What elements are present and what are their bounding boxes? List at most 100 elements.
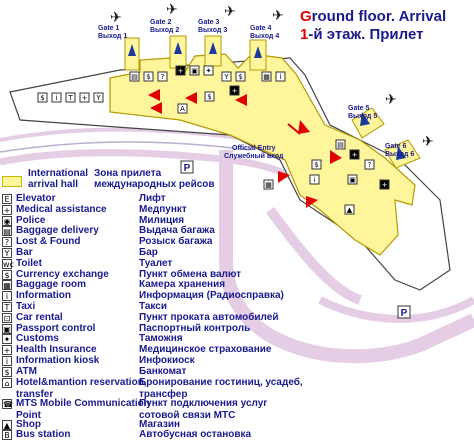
gate-2-label: Gate 2 <box>150 19 172 26</box>
legend-label-en: Customs <box>16 333 59 345</box>
intl-hall-swatch <box>2 176 22 187</box>
svg-text:?: ? <box>368 161 372 169</box>
legend-label-en: Police <box>16 214 46 226</box>
legend-label-en: MTS Mobile Communication <box>16 397 150 409</box>
medical-icon: + <box>2 204 12 215</box>
gate-4-label-ru: Выход 4 <box>250 33 279 40</box>
gate-5-label-ru: Выход 5 <box>348 113 377 120</box>
gate-6-label: Gate 6 <box>385 143 407 150</box>
legend-label-en: Taxi <box>16 301 36 312</box>
legend-row: ⌂Hotel&mantion reservation,Бронирование … <box>2 376 303 400</box>
svg-text:Y: Y <box>223 73 229 81</box>
legend-label-ru: Пункт подключения услуг <box>139 397 268 409</box>
exit-arrows <box>148 89 342 208</box>
gate-5-label: Gate 5 <box>348 105 370 112</box>
legend-label-ru: Бар <box>139 247 158 258</box>
svg-text:$: $ <box>238 73 242 81</box>
gate-2-label-ru: Выход 2 <box>150 27 179 34</box>
gate-3-label: Gate 3 <box>198 19 220 26</box>
svg-text:i: i <box>314 176 316 184</box>
legend-row: ▤ Baggage delivery Выдача багажа <box>2 225 302 238</box>
baggage-room-icon: ▦ <box>2 280 12 291</box>
legend-label-ru: Инфокиоск <box>139 355 195 366</box>
svg-text:$: $ <box>314 161 318 169</box>
legend-label-ru: Паспортный контроль <box>139 322 251 334</box>
terminal-building <box>9 57 451 291</box>
atm-icon: $ <box>2 366 12 377</box>
legend-label-ru: Камера хранения <box>139 279 226 291</box>
baggage-delivery-icon: ▤ <box>2 226 12 237</box>
passport-icon: ▣ <box>2 323 12 334</box>
official-entry-label-ru: Служебный вход <box>224 152 284 160</box>
airplane-icon: ✈ <box>224 4 236 20</box>
outer-road <box>318 296 474 323</box>
legend-label-ru: Бронирование гостиниц, усадеб, <box>139 376 303 388</box>
legend-label-en-cont: Point <box>16 409 41 421</box>
legend-label-en: Car rental <box>16 311 63 323</box>
gate-4-label: Gate 4 <box>250 25 272 32</box>
legend-label-ru: Выдача багажа <box>139 225 215 237</box>
legend-label-ru: Пункт обмена валют <box>139 268 242 280</box>
airplane-icon: ✈ <box>110 10 122 26</box>
gate-3-label-ru: Выход 3 <box>198 27 227 34</box>
svg-text:$: $ <box>40 94 44 102</box>
legend-label-en-cont: transfer <box>16 388 54 400</box>
information-icon: i <box>2 291 12 302</box>
intl-hall-label-ru: Зона прилета международных рейсов <box>94 168 215 190</box>
airplane-icon: ✈ <box>385 92 397 108</box>
legend-label-ru: Туалет <box>139 257 173 269</box>
official-entry-label: Official Entry <box>232 145 276 152</box>
health-insurance-icon: + <box>2 345 12 356</box>
svg-text:i: i <box>56 94 58 102</box>
legend-label-ru: Такси <box>139 301 168 312</box>
legend-label-ru-cont: сотовой связи МТС <box>139 409 236 421</box>
airplane-icons: ✈ ✈ ✈ ✈ ✈ ✈ <box>110 2 434 150</box>
legend-label-en: ATM <box>16 365 37 377</box>
floor-title-text: round floor. Arrival <box>311 8 447 25</box>
customs-icon: ✦ <box>2 334 12 345</box>
airplane-icon: ✈ <box>166 2 178 18</box>
svg-text:$: $ <box>207 93 211 101</box>
floor-title-ru: 1-й этаж. Прилет <box>300 26 423 43</box>
car-rental-icon: ⊡ <box>2 312 12 323</box>
gate-6-label-ru: Выход 6 <box>385 151 414 158</box>
svg-text:?: ? <box>161 73 165 81</box>
legend-label-ru-cont: трансфер <box>139 388 188 400</box>
legend-label-ru: Лифт <box>139 193 166 204</box>
svg-text:+: + <box>232 87 238 95</box>
bus-icon: B <box>2 430 12 440</box>
legend-label-en: Currency exchange <box>16 268 109 280</box>
svg-text:+: + <box>352 151 358 159</box>
svg-text:▲: ▲ <box>347 206 353 214</box>
gate-1-label-ru: Выход 1 <box>98 33 127 40</box>
legend-label-ru: Автобусная остановка <box>139 429 252 440</box>
svg-text:$: $ <box>146 73 150 81</box>
toilet-icon: wc <box>2 258 14 269</box>
parking-marker-1-label: P <box>184 163 191 174</box>
svg-text:▣: ▣ <box>349 176 356 184</box>
official-entry-marker <box>287 123 301 135</box>
legend-label-en: Bar <box>16 247 33 258</box>
svg-text:A: A <box>180 105 185 113</box>
info-kiosk-icon: i <box>2 356 12 366</box>
legend-label-en: Elevator <box>16 193 56 204</box>
legend-label-en: Hotel&mantion reservation, <box>16 376 147 388</box>
floor-title-number: 1 <box>300 26 309 43</box>
ring-road <box>219 150 474 364</box>
legend-label-en: Baggage delivery <box>16 225 99 237</box>
airplane-icon: ✈ <box>272 8 284 24</box>
legend-label-en: Lost & Found <box>16 236 81 248</box>
svg-text:Y: Y <box>95 94 101 102</box>
